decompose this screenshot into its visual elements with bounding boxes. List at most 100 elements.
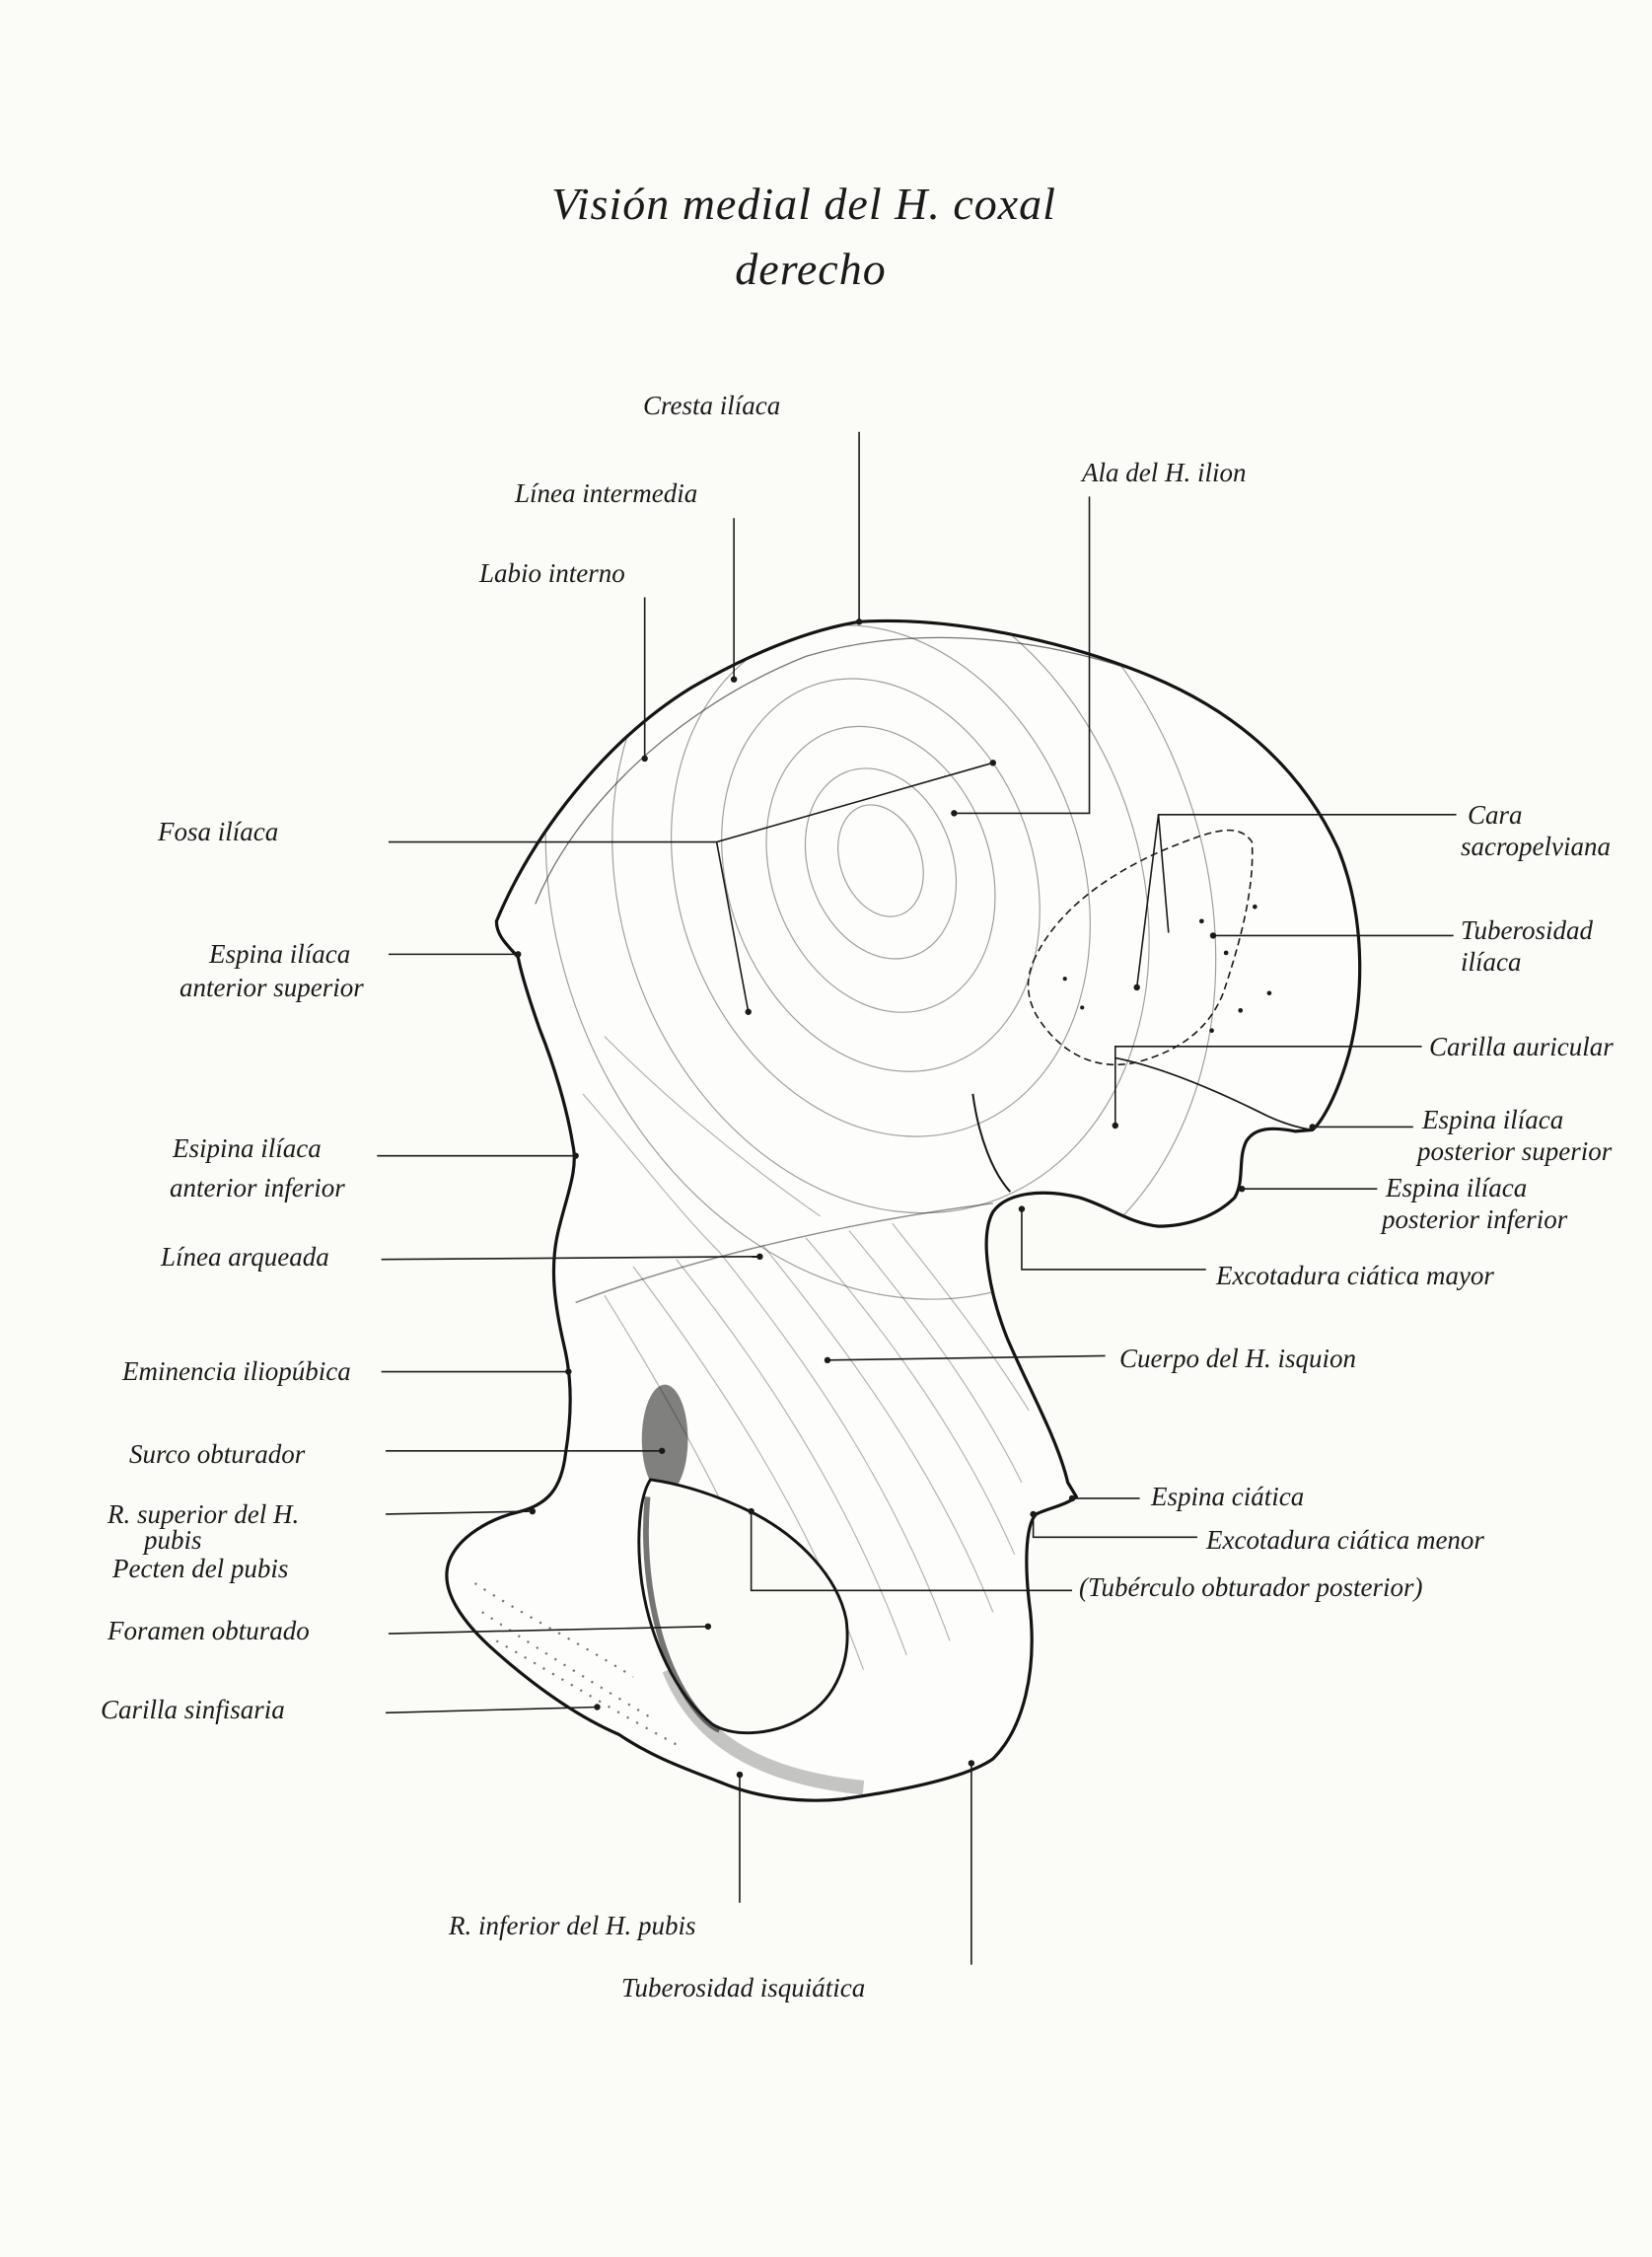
label-rama-inferior-pubis: R. inferior del H. pubis bbox=[449, 1911, 696, 1940]
shading-contour bbox=[611, 620, 1150, 1214]
hatching-stroke bbox=[676, 1259, 907, 1656]
page-title: Visión medial del H. coxal bbox=[551, 179, 1056, 229]
auricular-lower-border bbox=[1114, 1056, 1313, 1131]
leader-rama-superior-pubis bbox=[386, 1510, 533, 1515]
leader-fosa-iliaca bbox=[388, 762, 994, 843]
leader-end-dot bbox=[1018, 1205, 1026, 1212]
leader-end-dot bbox=[641, 755, 648, 763]
leader-cuerpo-isquion bbox=[826, 1354, 1106, 1361]
leader-end-dot bbox=[1209, 932, 1217, 939]
texture-dot bbox=[1223, 950, 1229, 956]
texture-dot bbox=[1062, 977, 1067, 982]
label-espina-ciatica: Espina ciática bbox=[1151, 1482, 1305, 1511]
hatching-stroke bbox=[892, 1222, 1030, 1412]
label-rama-superior-pubis-line2: pubis bbox=[144, 1525, 202, 1555]
label-espina-iliaca-posterior-superior-line2: posterior superior bbox=[1417, 1136, 1613, 1166]
inner-lip-line bbox=[535, 636, 1152, 905]
leader-escotadura-ciatica-mayor bbox=[1021, 1208, 1206, 1271]
texture-dot bbox=[1266, 990, 1272, 996]
leader-end-dot bbox=[989, 760, 996, 766]
leader-end-dot bbox=[1238, 1186, 1246, 1193]
shading-contour bbox=[837, 804, 924, 917]
label-escotadura-ciatica-menor: Excotadura ciática menor bbox=[1206, 1525, 1484, 1555]
label-espina-iliaca-posterior-inferior-line2: posterior inferior bbox=[1382, 1204, 1568, 1234]
leader-end-dot bbox=[594, 1704, 601, 1711]
label-linea-arqueada: Línea arqueada bbox=[161, 1242, 329, 1272]
hatching-stroke bbox=[761, 1244, 994, 1613]
leader-end-dot bbox=[515, 951, 522, 958]
texture-dot bbox=[1238, 1007, 1244, 1013]
ischium-hatching bbox=[582, 1036, 1030, 1699]
label-cuerpo-isquion: Cuerpo del H. isquion bbox=[1119, 1344, 1356, 1373]
label-pecten-pubis: Pecten del pubis bbox=[112, 1554, 289, 1583]
leader-tuberculo-obturador-posterior bbox=[750, 1511, 1073, 1592]
label-fosa-iliaca: Fosa ilíaca bbox=[158, 817, 279, 846]
iliac-tuberosity-texture bbox=[1062, 904, 1272, 1034]
leader-end-dot bbox=[1133, 983, 1140, 991]
label-espina-iliaca-anterior-superior-line1: Espina ilíaca bbox=[209, 939, 351, 969]
leader-foramen-obturado bbox=[388, 1625, 708, 1635]
leader-end-dot bbox=[951, 810, 958, 817]
leader-end-dot bbox=[1030, 1510, 1037, 1518]
leader-end-dot bbox=[756, 1253, 763, 1261]
leader-cara-sacropelviana-branch bbox=[1157, 814, 1170, 933]
label-tuberosidad-iliaca-line1: Tuberosidad bbox=[1461, 915, 1594, 945]
leader-end-dot bbox=[824, 1356, 831, 1364]
label-cara-sacropelviana-line1: Cara bbox=[1468, 800, 1523, 830]
label-eminencia-iliopubica: Eminencia iliopúbica bbox=[122, 1356, 351, 1386]
leader-end-dot bbox=[1309, 1124, 1316, 1130]
hatching-stroke bbox=[604, 1036, 822, 1217]
leader-end-dot bbox=[855, 619, 863, 625]
leader-end-dot bbox=[968, 1760, 975, 1767]
leader-end-dot bbox=[572, 1152, 579, 1159]
label-tuberosidad-isquiatica: Tuberosidad isquiática bbox=[621, 1973, 866, 2002]
label-cresta-iliaca: Cresta ilíaca bbox=[643, 391, 781, 420]
leader-fosa-iliaca-branch bbox=[715, 841, 750, 1012]
texture-dot bbox=[1253, 904, 1257, 910]
hatching-stroke bbox=[805, 1237, 1016, 1556]
leader-end-dot bbox=[748, 1507, 754, 1515]
leader-end-dot bbox=[736, 1771, 744, 1779]
leader-end-points bbox=[515, 619, 1316, 1779]
label-tuberculo-obturador-posterior: (Tubérculo obturador posterior) bbox=[1079, 1572, 1423, 1602]
label-espina-iliaca-posterior-superior-line1: Espina ilíaca bbox=[1422, 1105, 1564, 1134]
leader-lines bbox=[377, 431, 1457, 1965]
texture-dot bbox=[1209, 1028, 1214, 1034]
hatching-stroke bbox=[719, 1252, 951, 1641]
shading-contour bbox=[721, 678, 1041, 1072]
label-espina-iliaca-anterior-superior-line2: anterior superior bbox=[180, 973, 364, 1002]
label-carilla-sinfisaria: Carilla sinfisaria bbox=[101, 1695, 285, 1724]
texture-dot bbox=[1080, 1005, 1085, 1010]
auricular-surface-outline bbox=[1027, 829, 1254, 1066]
leader-end-dot bbox=[565, 1368, 572, 1375]
leader-end-dot bbox=[730, 676, 738, 683]
label-labio-interno: Labio interno bbox=[479, 558, 625, 588]
label-surco-obturador: Surco obturador bbox=[129, 1439, 306, 1469]
sciatic-ridge-line bbox=[971, 1093, 1012, 1193]
label-ala-ilion: Ala del H. ilion bbox=[1082, 458, 1247, 487]
symphyseal-face-texture bbox=[473, 1582, 678, 1746]
foramen-inner-shadow bbox=[643, 1496, 721, 1733]
texture-stroke bbox=[481, 1611, 656, 1721]
arcuate-line-ridge bbox=[575, 1202, 993, 1304]
label-escotadura-ciatica-mayor: Excotadura ciática mayor bbox=[1216, 1261, 1494, 1290]
leader-end-dot bbox=[1068, 1494, 1076, 1502]
hatching-stroke bbox=[582, 1093, 720, 1253]
label-carilla-auricular: Carilla auricular bbox=[1429, 1032, 1614, 1061]
leader-end-dot bbox=[745, 1008, 752, 1015]
label-espina-iliaca-anterior-inferior-line2: anterior inferior bbox=[170, 1173, 345, 1202]
shading-contour bbox=[765, 725, 996, 1013]
leader-carilla-auricular bbox=[1114, 1045, 1422, 1127]
label-linea-intermedia: Línea intermedia bbox=[515, 478, 698, 508]
label-espina-iliaca-anterior-inferior-line1: Esipina ilíaca bbox=[173, 1133, 322, 1163]
texture-dot bbox=[1199, 918, 1204, 924]
page-subtitle: derecho bbox=[735, 244, 887, 294]
hip-bone-outline bbox=[445, 619, 1362, 1802]
hatching-stroke bbox=[848, 1230, 1023, 1484]
label-cara-sacropelviana-line2: sacropelviana bbox=[1461, 832, 1611, 861]
leader-escotadura-ciatica-menor bbox=[1032, 1513, 1197, 1539]
leader-carilla-sinfisaria bbox=[386, 1706, 598, 1714]
texture-stroke bbox=[495, 1639, 678, 1746]
